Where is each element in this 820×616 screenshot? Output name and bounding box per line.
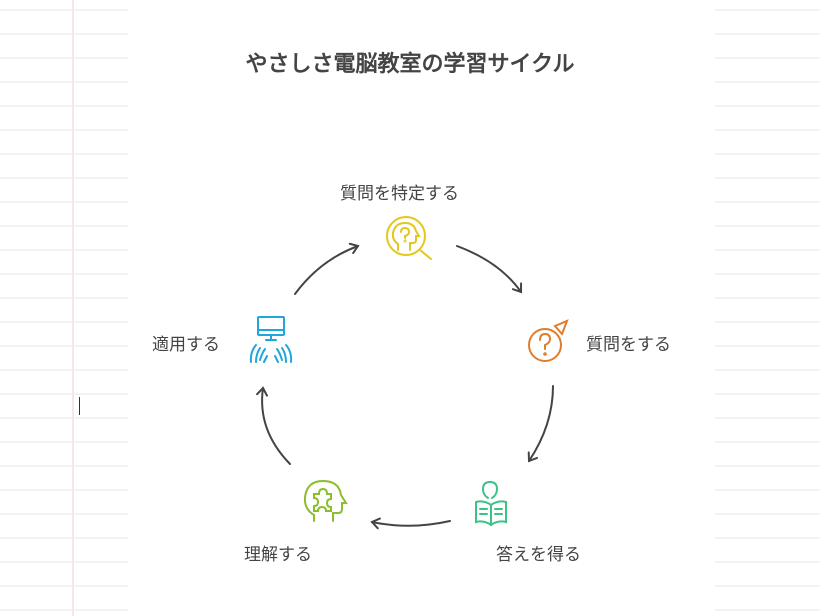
step-label-identify-question: 質問を特定する bbox=[340, 184, 459, 204]
margin-line bbox=[72, 0, 74, 616]
notebook-paper-left bbox=[0, 0, 128, 616]
head-puzzle-icon bbox=[303, 479, 348, 522]
arrow-5 bbox=[294, 242, 360, 295]
reading-book-icon bbox=[475, 480, 507, 527]
question-speech-icon bbox=[528, 319, 569, 362]
arrow-4 bbox=[256, 386, 291, 465]
arrow-1 bbox=[456, 245, 523, 294]
notebook-paper-right bbox=[715, 0, 820, 616]
arrow-2 bbox=[527, 385, 554, 463]
arrow-3 bbox=[370, 517, 451, 530]
step-label-understand: 理解する bbox=[244, 545, 312, 565]
step-label-apply: 適用する bbox=[152, 335, 220, 355]
step-label-ask-question: 質問をする bbox=[586, 335, 671, 355]
head-question-magnifier-icon bbox=[386, 216, 432, 260]
step-label-get-answer: 答えを得る bbox=[496, 545, 581, 565]
text-cursor bbox=[79, 397, 80, 415]
diagram-title: やさしさ電脳教室の学習サイクル bbox=[245, 52, 575, 77]
computer-typing-icon bbox=[249, 316, 293, 363]
